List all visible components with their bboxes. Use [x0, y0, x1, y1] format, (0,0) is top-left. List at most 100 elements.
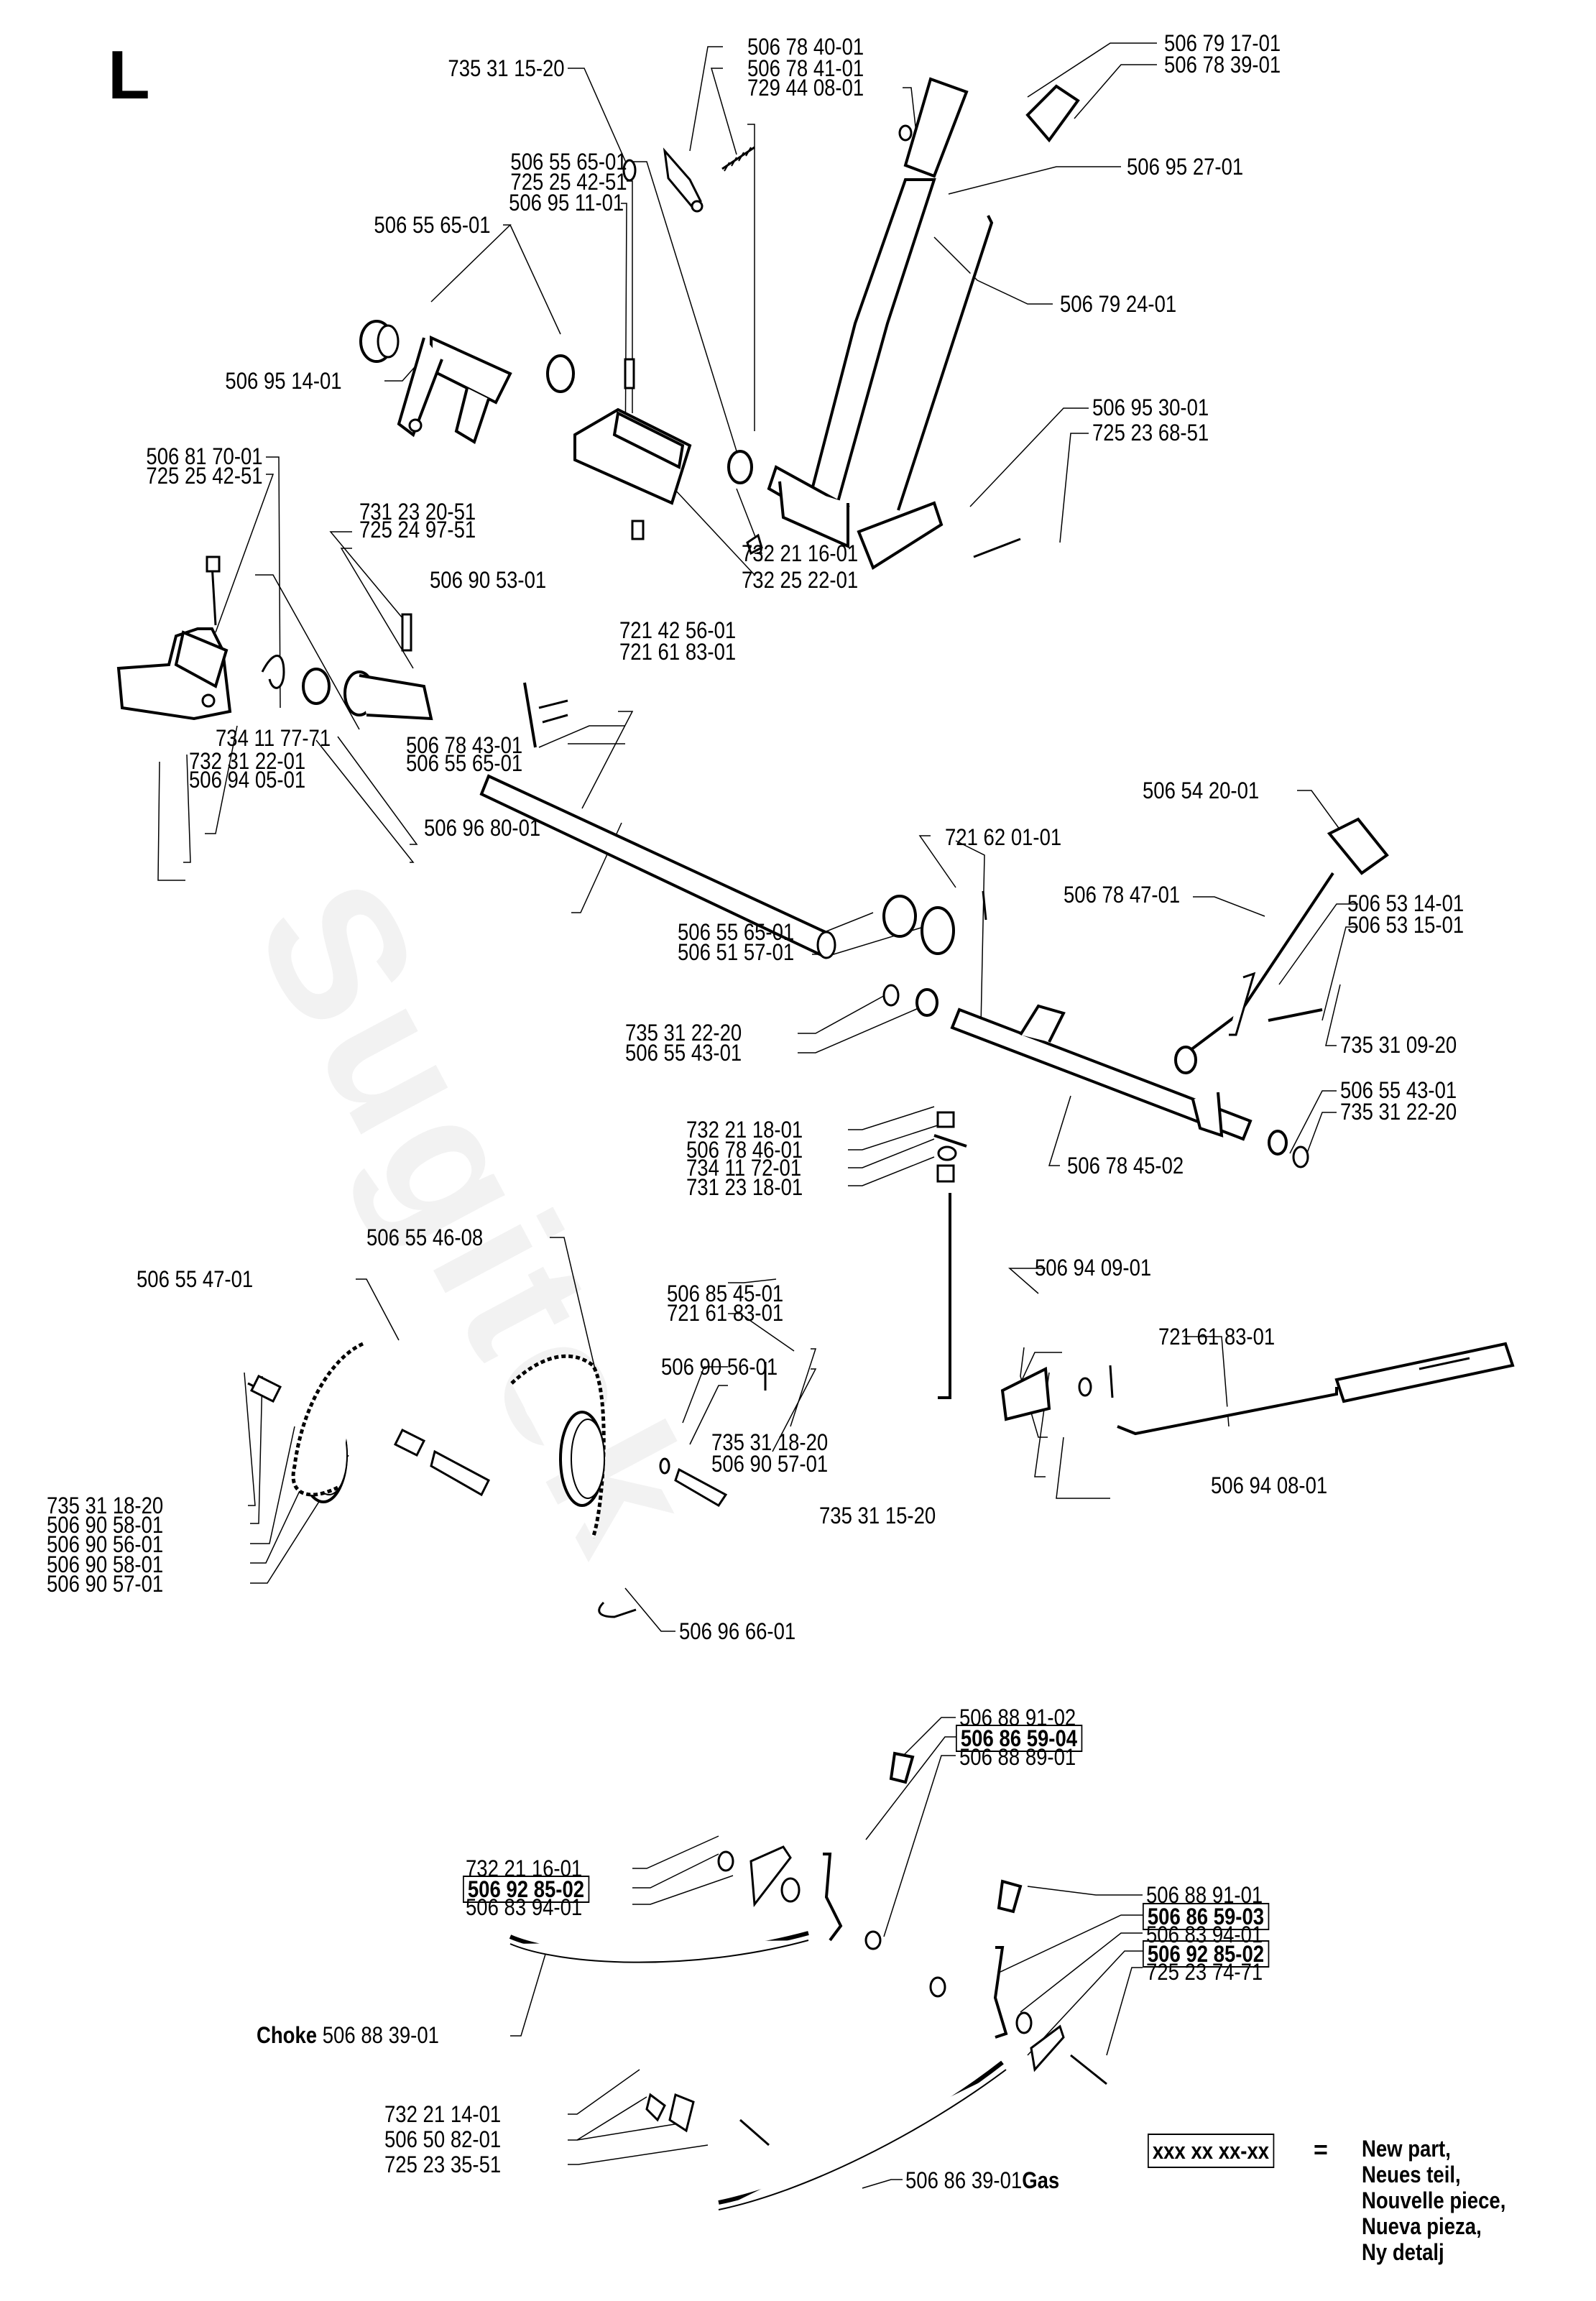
bolt-part [401, 613, 412, 652]
part-label[interactable]: 506 78 46-01 [686, 1137, 803, 1163]
bushing-part [915, 988, 938, 1017]
part-label[interactable]: 732 25 22-01 [742, 567, 859, 593]
part-label[interactable]: 506 96 66-01 [679, 1618, 796, 1644]
part-label[interactable]: 506 55 65-01 [510, 149, 627, 175]
part-label[interactable]: 734 11 77-71 [216, 725, 331, 751]
part-label[interactable]: 735 31 09-20 [1340, 1032, 1457, 1058]
part-label[interactable]: 725 23 68-51 [1092, 420, 1209, 446]
legend-line: Ny detalj [1362, 2239, 1444, 2265]
part-label[interactable]: 506 94 09-01 [1035, 1255, 1152, 1281]
part-label[interactable]: 506 79 24-01 [1060, 291, 1177, 317]
part-label[interactable]: 506 83 94-01 [466, 1894, 583, 1920]
part-label[interactable]: 506 51 57-01 [678, 939, 795, 965]
choke-cable-label[interactable]: Choke 506 88 39-01 [257, 2023, 439, 2047]
part-label[interactable]: 506 53 15-01 [1347, 912, 1464, 938]
part-label[interactable]: 735 31 15-20 [819, 1503, 936, 1528]
part-label[interactable]: 506 55 46-08 [366, 1225, 484, 1250]
part-label[interactable]: 506 88 89-01 [959, 1744, 1076, 1770]
part-label[interactable]: 506 95 27-01 [1127, 154, 1244, 180]
part-label[interactable]: 506 90 56-01 [661, 1354, 778, 1380]
section-letter: L [108, 37, 150, 114]
new-part-label[interactable]: 506 92 85-02 [463, 1876, 589, 1903]
part-label[interactable]: 731 23 20-51 [359, 499, 476, 525]
part-label[interactable]: 725 23 35-51 [384, 2152, 502, 2177]
part-label[interactable]: 506 55 47-01 [137, 1266, 254, 1292]
part-label[interactable]: 506 55 43-01 [1340, 1077, 1457, 1103]
part-label[interactable]: 721 61 83-01 [667, 1300, 784, 1326]
part-label[interactable]: 506 90 53-01 [430, 567, 547, 593]
part-label[interactable]: 506 83 94-01 [1146, 1922, 1263, 1947]
part-label[interactable]: 506 53 14-01 [1347, 890, 1464, 916]
part-label[interactable]: 506 50 82-01 [384, 2126, 502, 2152]
part-label[interactable]: 506 90 57-01 [711, 1451, 829, 1477]
part-label[interactable]: 721 61 83-01 [619, 639, 737, 665]
part-label[interactable]: 732 21 16-01 [742, 540, 859, 566]
linkage-assembly [764, 1342, 1515, 1436]
part-label[interactable]: 735 31 15-20 [448, 55, 565, 81]
nut-part [645, 2093, 666, 2122]
cotter-pin-part [538, 699, 568, 724]
part-label[interactable]: 506 95 30-01 [1092, 395, 1209, 420]
part-label[interactable]: 506 78 47-01 [1064, 882, 1181, 908]
part-label[interactable]: 732 21 14-01 [384, 2101, 502, 2127]
part-label[interactable]: 506 85 45-01 [667, 1281, 784, 1306]
part-label[interactable]: 735 31 22-20 [1340, 1099, 1457, 1125]
part-label[interactable]: 725 24 97-51 [359, 517, 476, 543]
part-label[interactable]: 506 55 65-01 [406, 750, 523, 776]
part-label[interactable]: 721 61 83-01 [1158, 1324, 1276, 1350]
part-label[interactable]: 729 44 08-01 [747, 75, 864, 101]
part-label[interactable]: 725 25 42-51 [146, 463, 263, 489]
e-clip-part [622, 159, 637, 182]
cotter-pin-part [1109, 1365, 1114, 1398]
part-label[interactable]: 732 31 22-01 [189, 748, 306, 774]
part-label[interactable]: 735 31 22-20 [625, 1020, 742, 1046]
part-label[interactable]: 506 90 56-01 [47, 1531, 164, 1557]
part-label[interactable]: 721 42 56-01 [619, 617, 737, 643]
part-label[interactable]: 735 31 18-20 [47, 1493, 164, 1518]
part-label[interactable]: 734 11 72-01 [686, 1155, 802, 1181]
bushing-part [864, 1930, 882, 1950]
part-label[interactable]: 506 90 58-01 [47, 1551, 164, 1577]
new-part-label[interactable]: 506 86 59-04 [956, 1725, 1082, 1752]
part-label[interactable]: 506 55 65-01 [678, 919, 795, 945]
part-label[interactable]: 506 81 70-01 [146, 443, 263, 469]
knob-part [997, 1879, 1023, 1914]
part-label[interactable]: 731 23 18-01 [686, 1174, 803, 1200]
nut-part [936, 1111, 955, 1128]
e-clip-part [882, 984, 900, 1007]
part-label[interactable]: 725 23 74-71 [1146, 1959, 1263, 1985]
knob-part [889, 1751, 915, 1784]
part-label[interactable]: 506 94 08-01 [1211, 1472, 1328, 1498]
part-label[interactable]: 506 78 40-01 [747, 34, 864, 60]
part-label[interactable]: 506 55 65-01 [374, 212, 491, 238]
part-label[interactable]: 506 78 41-01 [747, 55, 864, 81]
part-label[interactable]: 506 78 43-01 [406, 732, 523, 758]
new-part-label[interactable]: 506 92 85-02 [1143, 1940, 1269, 1968]
part-label[interactable]: 506 95 11-01 [508, 190, 624, 216]
chain-assembly [247, 1342, 728, 1618]
chain-part [291, 1342, 364, 1497]
part-label[interactable]: 506 95 14-01 [225, 368, 342, 394]
part-label[interactable]: 735 31 18-20 [711, 1429, 829, 1455]
gas-cable-label[interactable]: 506 86 39-01Gas [905, 2168, 1059, 2192]
part-label[interactable]: 506 94 05-01 [189, 767, 306, 793]
part-label[interactable]: 721 62 01-01 [945, 824, 1062, 850]
e-clip-part [659, 1457, 670, 1475]
control-rod-part [938, 1193, 951, 1399]
nut-part [746, 533, 763, 555]
part-label[interactable]: 506 78 45-02 [1067, 1153, 1184, 1179]
part-label[interactable]: 506 96 80-01 [424, 815, 541, 841]
part-label[interactable]: 506 54 20-01 [1143, 778, 1260, 803]
bolt-part [1070, 2054, 1107, 2085]
new-part-label[interactable]: 506 86 59-03 [1143, 1903, 1269, 1930]
part-label[interactable]: 506 90 58-01 [47, 1512, 164, 1538]
part-label[interactable]: 725 25 42-51 [510, 169, 627, 195]
part-label[interactable]: 506 79 17-01 [1164, 30, 1281, 56]
part-label[interactable]: 732 21 18-01 [686, 1117, 803, 1143]
part-label[interactable]: 506 55 43-01 [625, 1040, 742, 1066]
part-label[interactable]: 506 78 39-01 [1164, 52, 1281, 78]
part-label[interactable]: 506 90 57-01 [47, 1571, 164, 1597]
part-number: 506 86 39-01 [905, 2167, 1023, 2193]
rod-part [897, 215, 994, 511]
